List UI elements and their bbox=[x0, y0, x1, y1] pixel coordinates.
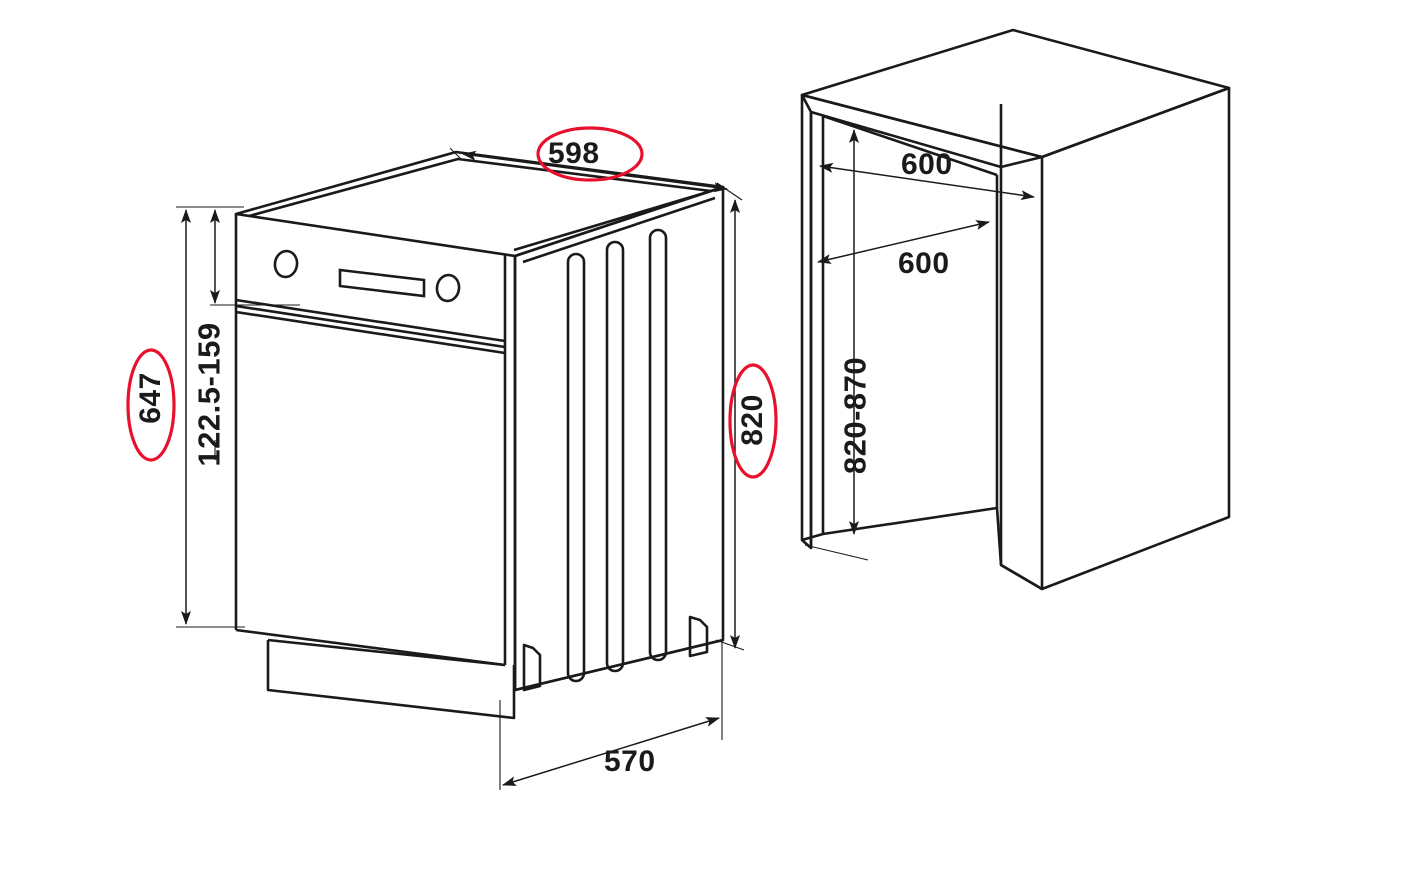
highlight-647 bbox=[126, 348, 176, 462]
dimension-arrows-left bbox=[181, 150, 740, 786]
dim-600-lower-line bbox=[817, 220, 990, 264]
dimension-label-820: 820 bbox=[736, 394, 769, 446]
dimension-extension-lines-right bbox=[804, 544, 869, 561]
dishwasher-body bbox=[234, 150, 725, 720]
dimension-label-820-870: 820-870 bbox=[837, 356, 873, 475]
dimension-label-600-upper: 600 bbox=[901, 148, 953, 181]
dimension-extension-lines-left bbox=[176, 147, 745, 790]
right-knob-icon bbox=[435, 273, 461, 303]
dim-598-line bbox=[462, 150, 728, 193]
dimension-label-647: 647 bbox=[134, 372, 167, 424]
cabinet-body bbox=[800, 28, 1231, 591]
dim-570-line bbox=[502, 717, 720, 786]
left-knob-icon bbox=[273, 249, 299, 279]
side-panel-grooves bbox=[566, 228, 668, 683]
dimension-label-570: 570 bbox=[604, 745, 656, 778]
dimension-arrows-right bbox=[817, 129, 1035, 535]
highlight-598 bbox=[536, 126, 644, 182]
display-icon bbox=[338, 268, 426, 298]
highlight-820 bbox=[728, 363, 778, 479]
dimension-label-598: 598 bbox=[548, 137, 600, 170]
dimension-label-panel-range: 122.5-159 bbox=[191, 322, 227, 467]
dimension-label-600-lower: 600 bbox=[898, 247, 950, 280]
control-panel-elements bbox=[273, 249, 461, 303]
highlight-ellipses-left bbox=[126, 126, 778, 479]
